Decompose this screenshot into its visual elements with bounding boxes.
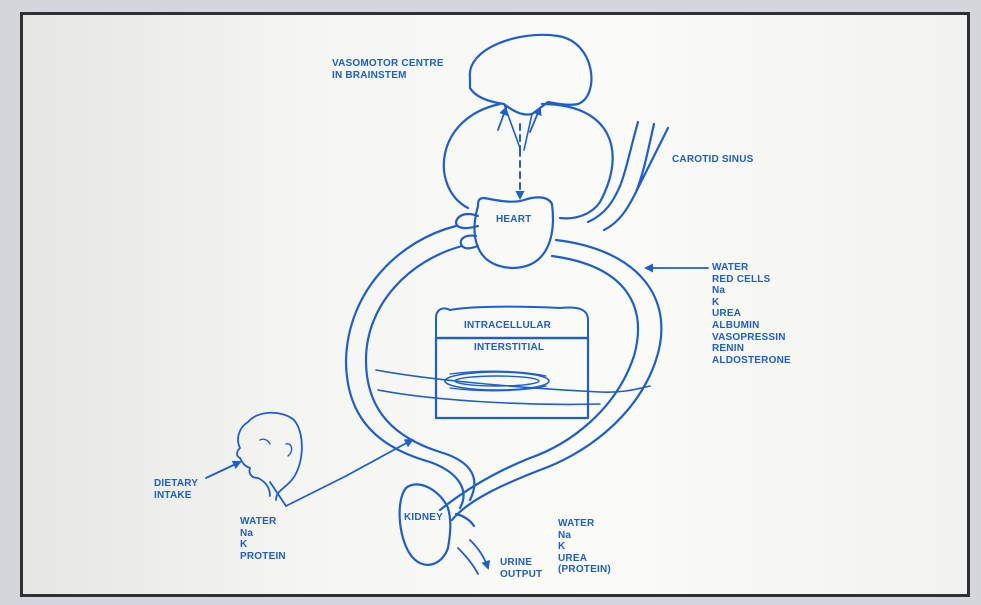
kidney-label: KIDNEY (404, 512, 443, 523)
arterial-vessel (452, 240, 661, 520)
intracellular-label: INTRACELLULAR (464, 320, 551, 331)
interstitial-label: INTERSTITIAL (474, 342, 544, 353)
upper-circulation-loop (444, 104, 613, 218)
child-head (237, 413, 302, 500)
intake-path (286, 440, 412, 506)
kidney-shape (400, 484, 451, 564)
dietary-intake-label: DIETARY INTAKE (154, 478, 198, 501)
urine-components-list: WATER Na K UREA (PROTEIN) (558, 518, 611, 576)
urine-output-label: URINE OUTPUT (500, 557, 542, 580)
heart-shape (475, 197, 553, 268)
carotid-sinus-label: CAROTID SINUS (672, 154, 754, 166)
brainstem-shape (470, 35, 592, 115)
heart-label: HEART (496, 214, 531, 225)
intake-components-list: WATER Na K PROTEIN (240, 516, 286, 562)
carotid-artery (588, 122, 668, 230)
vasomotor-label: VASOMOTOR CENTRE IN BRAINSTEM (332, 58, 444, 81)
blood-components-list: WATER RED CELLS Na K UREA ALBUMIN VASOPR… (712, 262, 791, 366)
